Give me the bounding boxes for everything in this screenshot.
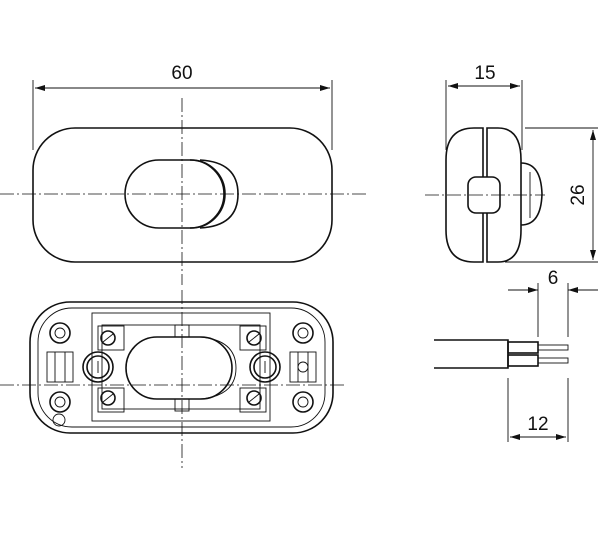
- top-view: 60: [0, 63, 368, 285]
- dimension-depth-label: 15: [474, 63, 495, 84]
- wire-conductor: [537, 344, 569, 351]
- inner-rim: [37, 307, 326, 428]
- side-body-right: [486, 127, 522, 263]
- side-view: 15 26: [425, 63, 598, 263]
- cable-sheath: [434, 339, 509, 369]
- wire-insulation: [507, 354, 539, 367]
- cable-clamps: [46, 351, 317, 383]
- wire-conductor: [537, 357, 569, 364]
- dimension-height-label: 26: [568, 184, 589, 205]
- dimension-strip-label: 6: [548, 268, 559, 289]
- rocker-outline: [199, 336, 237, 400]
- switch-body-bottom: [29, 301, 334, 434]
- terminal-frame: [91, 312, 271, 422]
- side-knob: [520, 162, 543, 226]
- mounting-holes: [49, 322, 314, 427]
- bottom-view: [0, 290, 345, 468]
- terminal-screws: [97, 325, 267, 413]
- side-body-left: [445, 127, 484, 263]
- switch-body-top: [32, 127, 333, 263]
- cable-detail: 6 12: [434, 268, 598, 442]
- dimension-sheath-label: 12: [527, 414, 548, 435]
- wire-insulation: [507, 341, 539, 354]
- dimension-width-label: 60: [171, 63, 192, 84]
- switch-slot-bottom: [125, 336, 233, 400]
